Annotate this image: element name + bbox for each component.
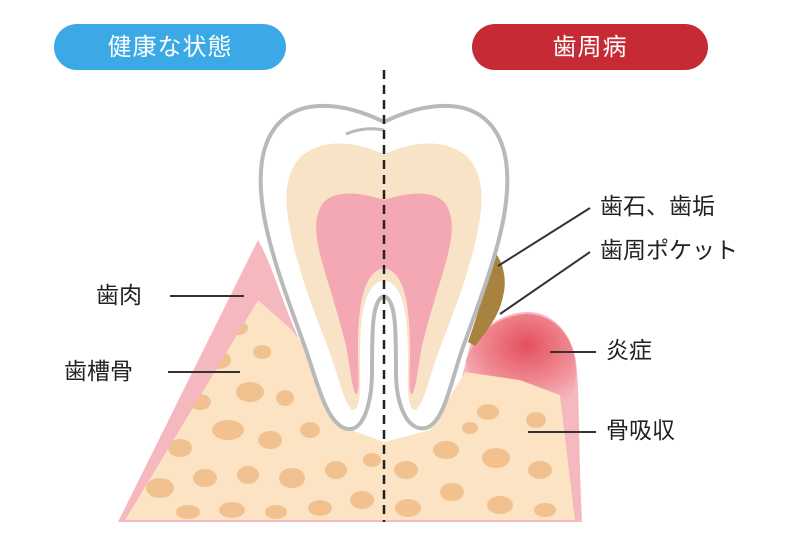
healthy-state-badge: 健康な状態 xyxy=(54,24,286,70)
gum-label: 歯肉 xyxy=(96,283,142,309)
bone-resorption-label: 骨吸収 xyxy=(606,418,675,444)
periodontal-disease-badge: 歯周病 xyxy=(472,24,708,70)
periodontal-pocket-leader xyxy=(499,251,591,315)
alveolar-bone xyxy=(125,300,575,520)
inflammation-label: 炎症 xyxy=(606,338,652,364)
calculus-label: 歯石、歯垢 xyxy=(600,194,715,220)
bone-spots xyxy=(146,321,556,519)
tooth-pulp xyxy=(316,193,452,395)
tooth-crown-highlight xyxy=(345,127,385,136)
calculus-leader xyxy=(497,207,591,267)
alveolar-bone-label: 歯槽骨 xyxy=(64,359,133,385)
calculus xyxy=(468,248,505,346)
periodontal-pocket-label: 歯周ポケット xyxy=(600,238,738,264)
